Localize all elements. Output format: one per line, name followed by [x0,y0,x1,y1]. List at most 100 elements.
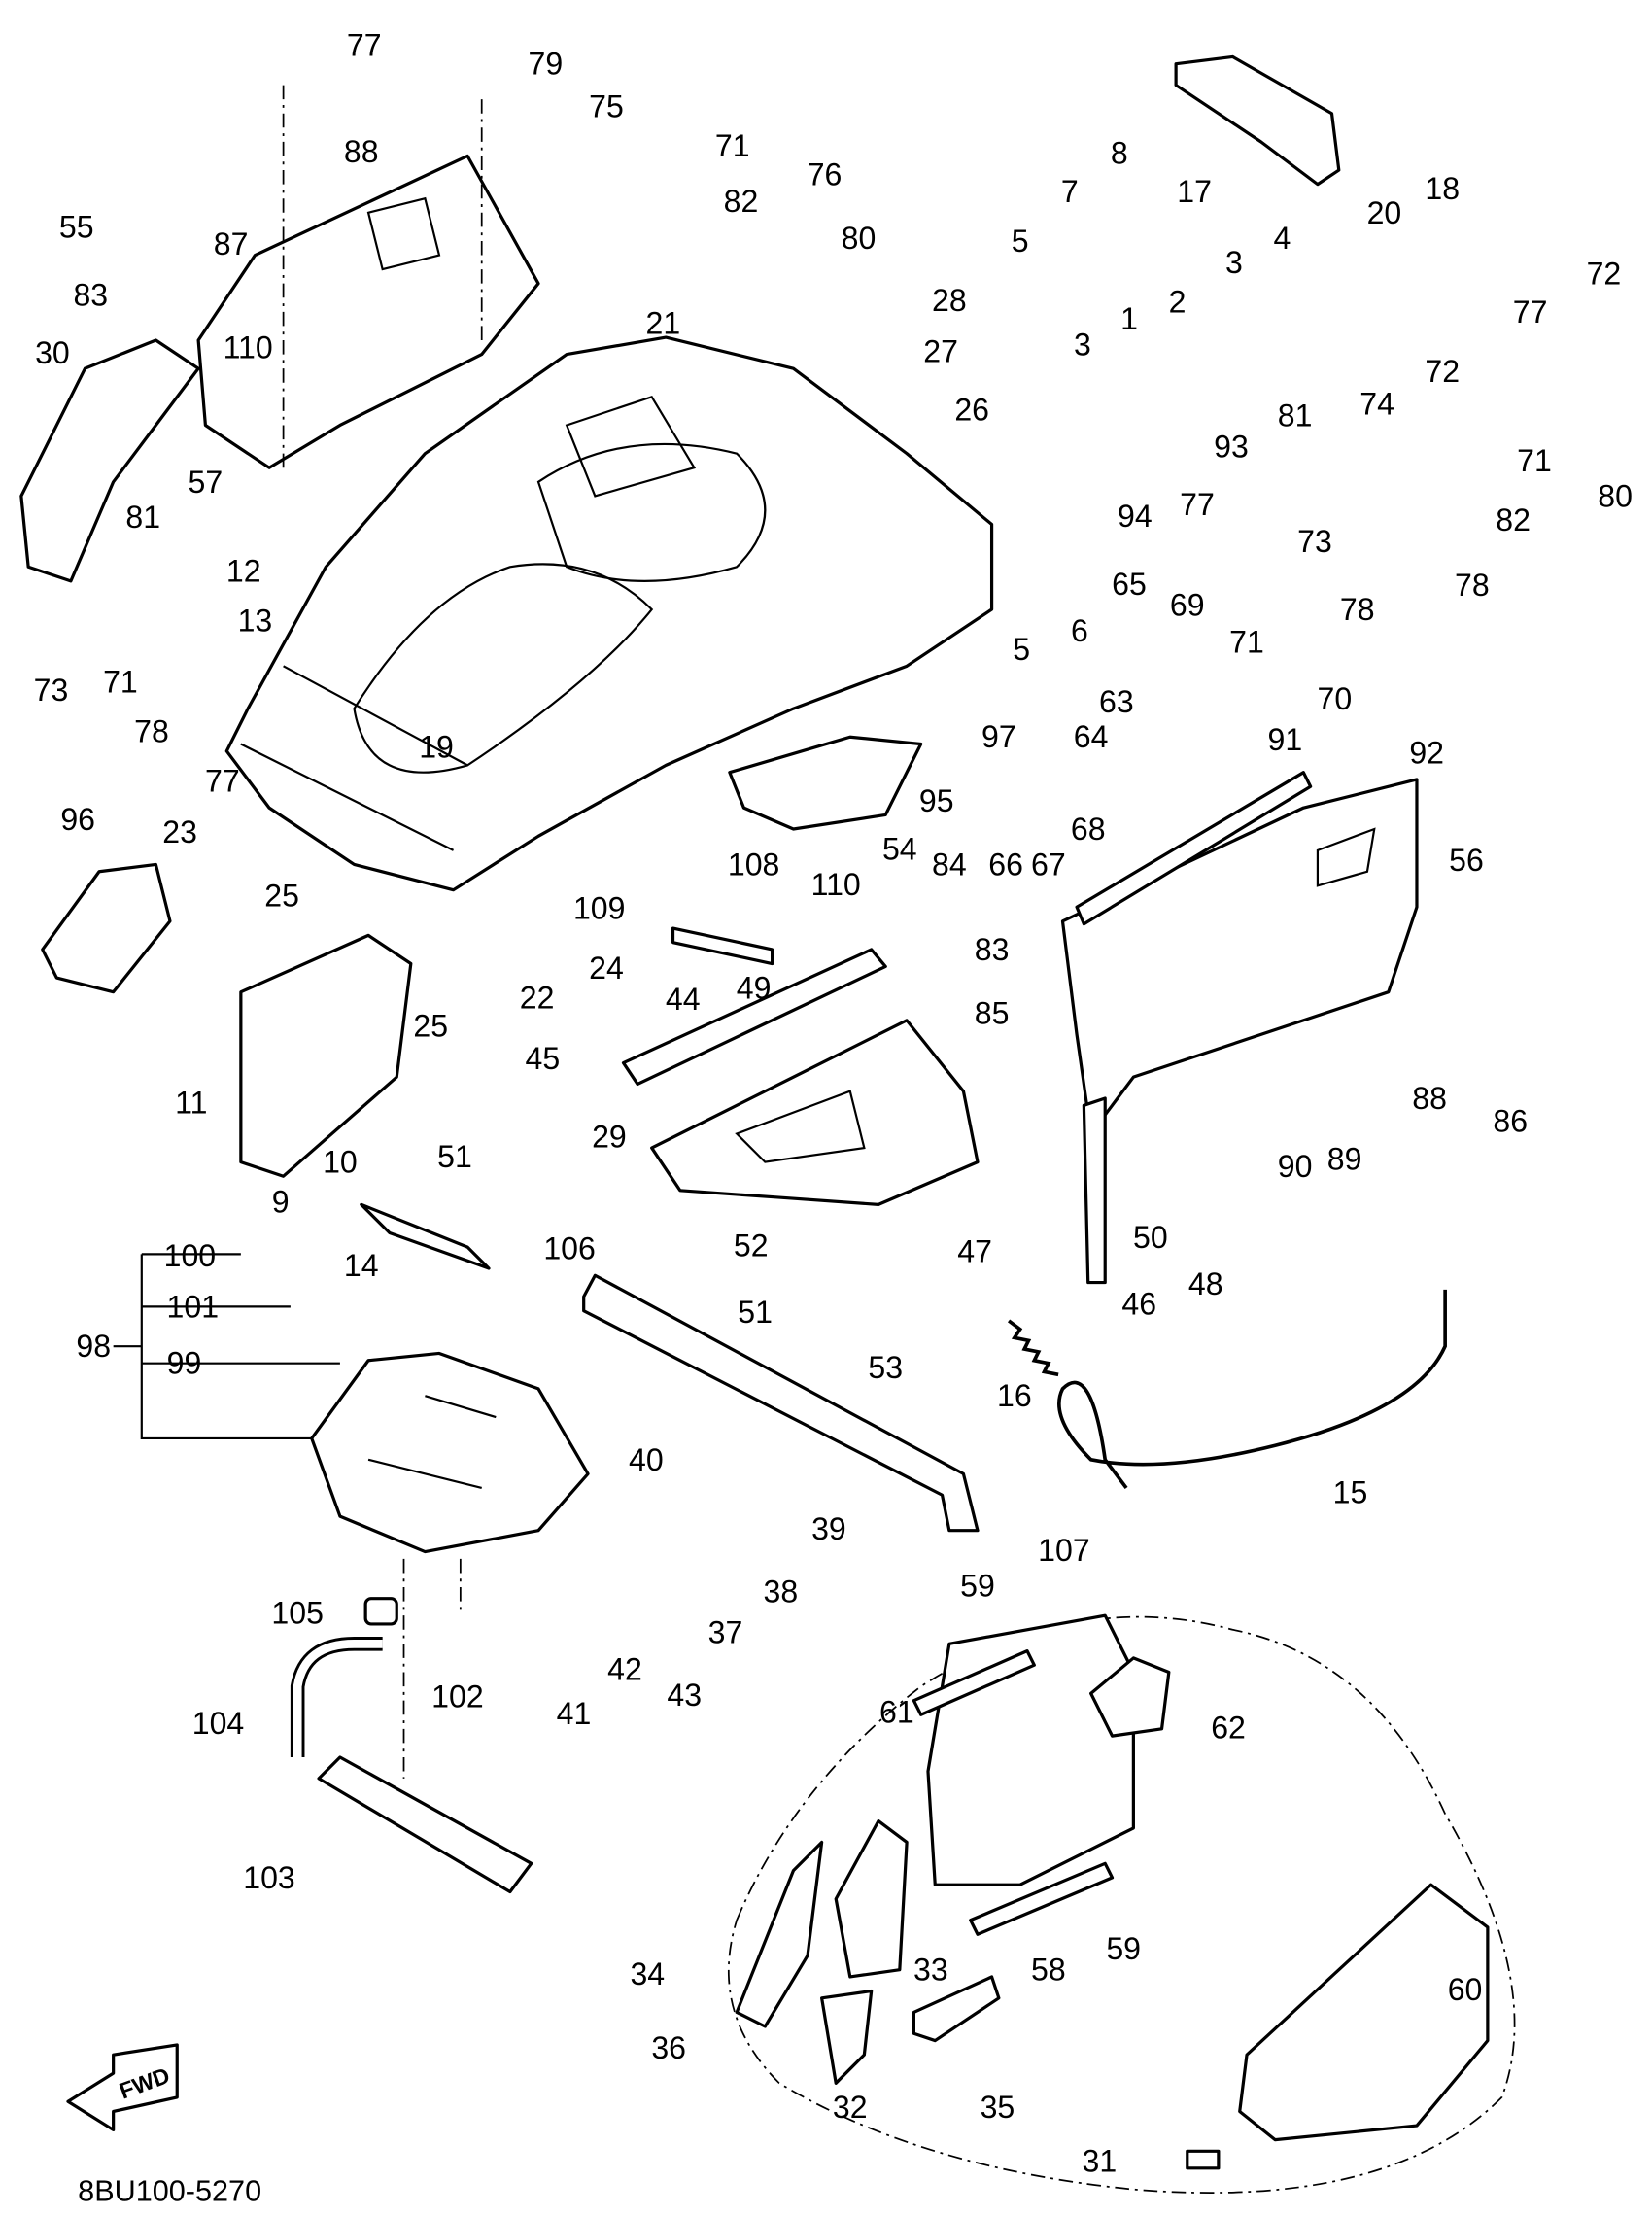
callout-88: 88 [344,134,379,169]
callout-78: 78 [1455,568,1490,603]
clip-31 [1186,2149,1221,2170]
callout-69: 69 [1170,588,1205,623]
callout-47: 47 [957,1233,992,1268]
callout-77: 77 [347,28,382,63]
callout-73: 73 [34,673,69,708]
callout-64: 64 [1074,719,1109,754]
callout-107: 107 [1038,1533,1090,1568]
plate-14 [360,1202,491,1270]
part-drawings: FWD [19,54,1516,2194]
callout-25: 25 [264,879,299,914]
front-cowl-56 [1060,778,1419,1136]
callout-55: 55 [59,209,94,244]
callout-59: 59 [1106,1931,1141,1966]
callout-16: 16 [997,1378,1032,1413]
callout-98: 98 [76,1329,111,1364]
callout-20: 20 [1367,195,1402,230]
grommet-105 [363,1597,398,1626]
frame-106 [582,1273,980,1533]
duct-9 [239,933,413,1178]
bracket-30 [19,338,200,583]
callout-9: 9 [272,1184,290,1219]
callout-53: 53 [868,1350,903,1385]
callout-29: 29 [592,1119,627,1154]
callout-71: 71 [715,128,750,163]
callout-1: 1 [1120,301,1138,336]
callout-96: 96 [60,802,95,837]
callout-73: 73 [1297,524,1332,559]
callout-79: 79 [528,47,563,82]
callout-2: 2 [1169,285,1187,320]
callout-94: 94 [1118,499,1153,534]
callout-7: 7 [1061,174,1079,209]
callout-103: 103 [243,1860,295,1895]
callout-100: 100 [164,1238,217,1273]
callout-83: 83 [73,277,108,312]
bracket-96 [41,862,172,994]
callout-3: 3 [1074,327,1091,362]
callout-105: 105 [271,1595,324,1630]
callout-72: 72 [1425,354,1460,389]
inner-cover-29 [650,1019,980,1206]
callout-67: 67 [1031,847,1066,882]
callout-66: 66 [988,847,1023,882]
callout-32: 32 [833,2090,868,2125]
callout-81: 81 [125,500,160,535]
rail-46 [1082,1096,1107,1285]
callout-108: 108 [728,847,780,882]
callout-65: 65 [1112,567,1147,602]
callout-27: 27 [923,334,958,369]
callout-26: 26 [954,392,989,427]
callout-34: 34 [630,1956,665,1991]
callout-33: 33 [913,1953,948,1988]
panel-60 [1238,1883,1490,2142]
part-32 [820,1989,874,2085]
callout-30: 30 [35,335,70,370]
callout-85: 85 [975,996,1010,1031]
callout-77: 77 [1180,487,1215,522]
callout-14: 14 [344,1248,379,1283]
callout-99: 99 [167,1346,202,1381]
callout-76: 76 [808,156,843,191]
callout-40: 40 [629,1442,664,1477]
callout-71: 71 [1517,443,1552,478]
callout-3: 3 [1225,245,1243,280]
callout-8: 8 [1111,136,1128,171]
callout-15: 15 [1333,1474,1368,1509]
callout-90: 90 [1278,1149,1313,1184]
callout-89: 89 [1327,1142,1362,1177]
callout-39: 39 [811,1511,846,1546]
callout-44: 44 [666,982,701,1017]
callout-12: 12 [226,554,261,589]
handle-17 [1174,54,1341,187]
callout-109: 109 [573,891,626,926]
callout-50: 50 [1133,1220,1168,1255]
callout-83: 83 [975,932,1010,967]
callout-102: 102 [431,1679,484,1713]
callout-78: 78 [1340,592,1375,627]
callout-52: 52 [734,1229,769,1263]
callout-81: 81 [1278,398,1313,433]
callout-77: 77 [205,763,240,798]
callout-6: 6 [1071,613,1088,648]
callout-56: 56 [1449,843,1484,878]
callout-11: 11 [175,1085,207,1120]
callout-38: 38 [764,1574,799,1609]
callout-19: 19 [419,729,454,764]
callout-77: 77 [1513,294,1548,329]
callout-70: 70 [1318,681,1353,716]
callout-42: 42 [607,1652,642,1687]
callout-22: 22 [520,981,555,1016]
callout-78: 78 [134,713,169,748]
panel-34 [735,1840,824,2028]
cable-15 [1057,1289,1447,1490]
callout-51: 51 [437,1139,472,1174]
strip-59 [912,1649,1036,1716]
callout-49: 49 [737,970,772,1005]
callout-24: 24 [589,951,624,986]
callout-4: 4 [1274,221,1291,256]
callout-23: 23 [162,814,197,849]
